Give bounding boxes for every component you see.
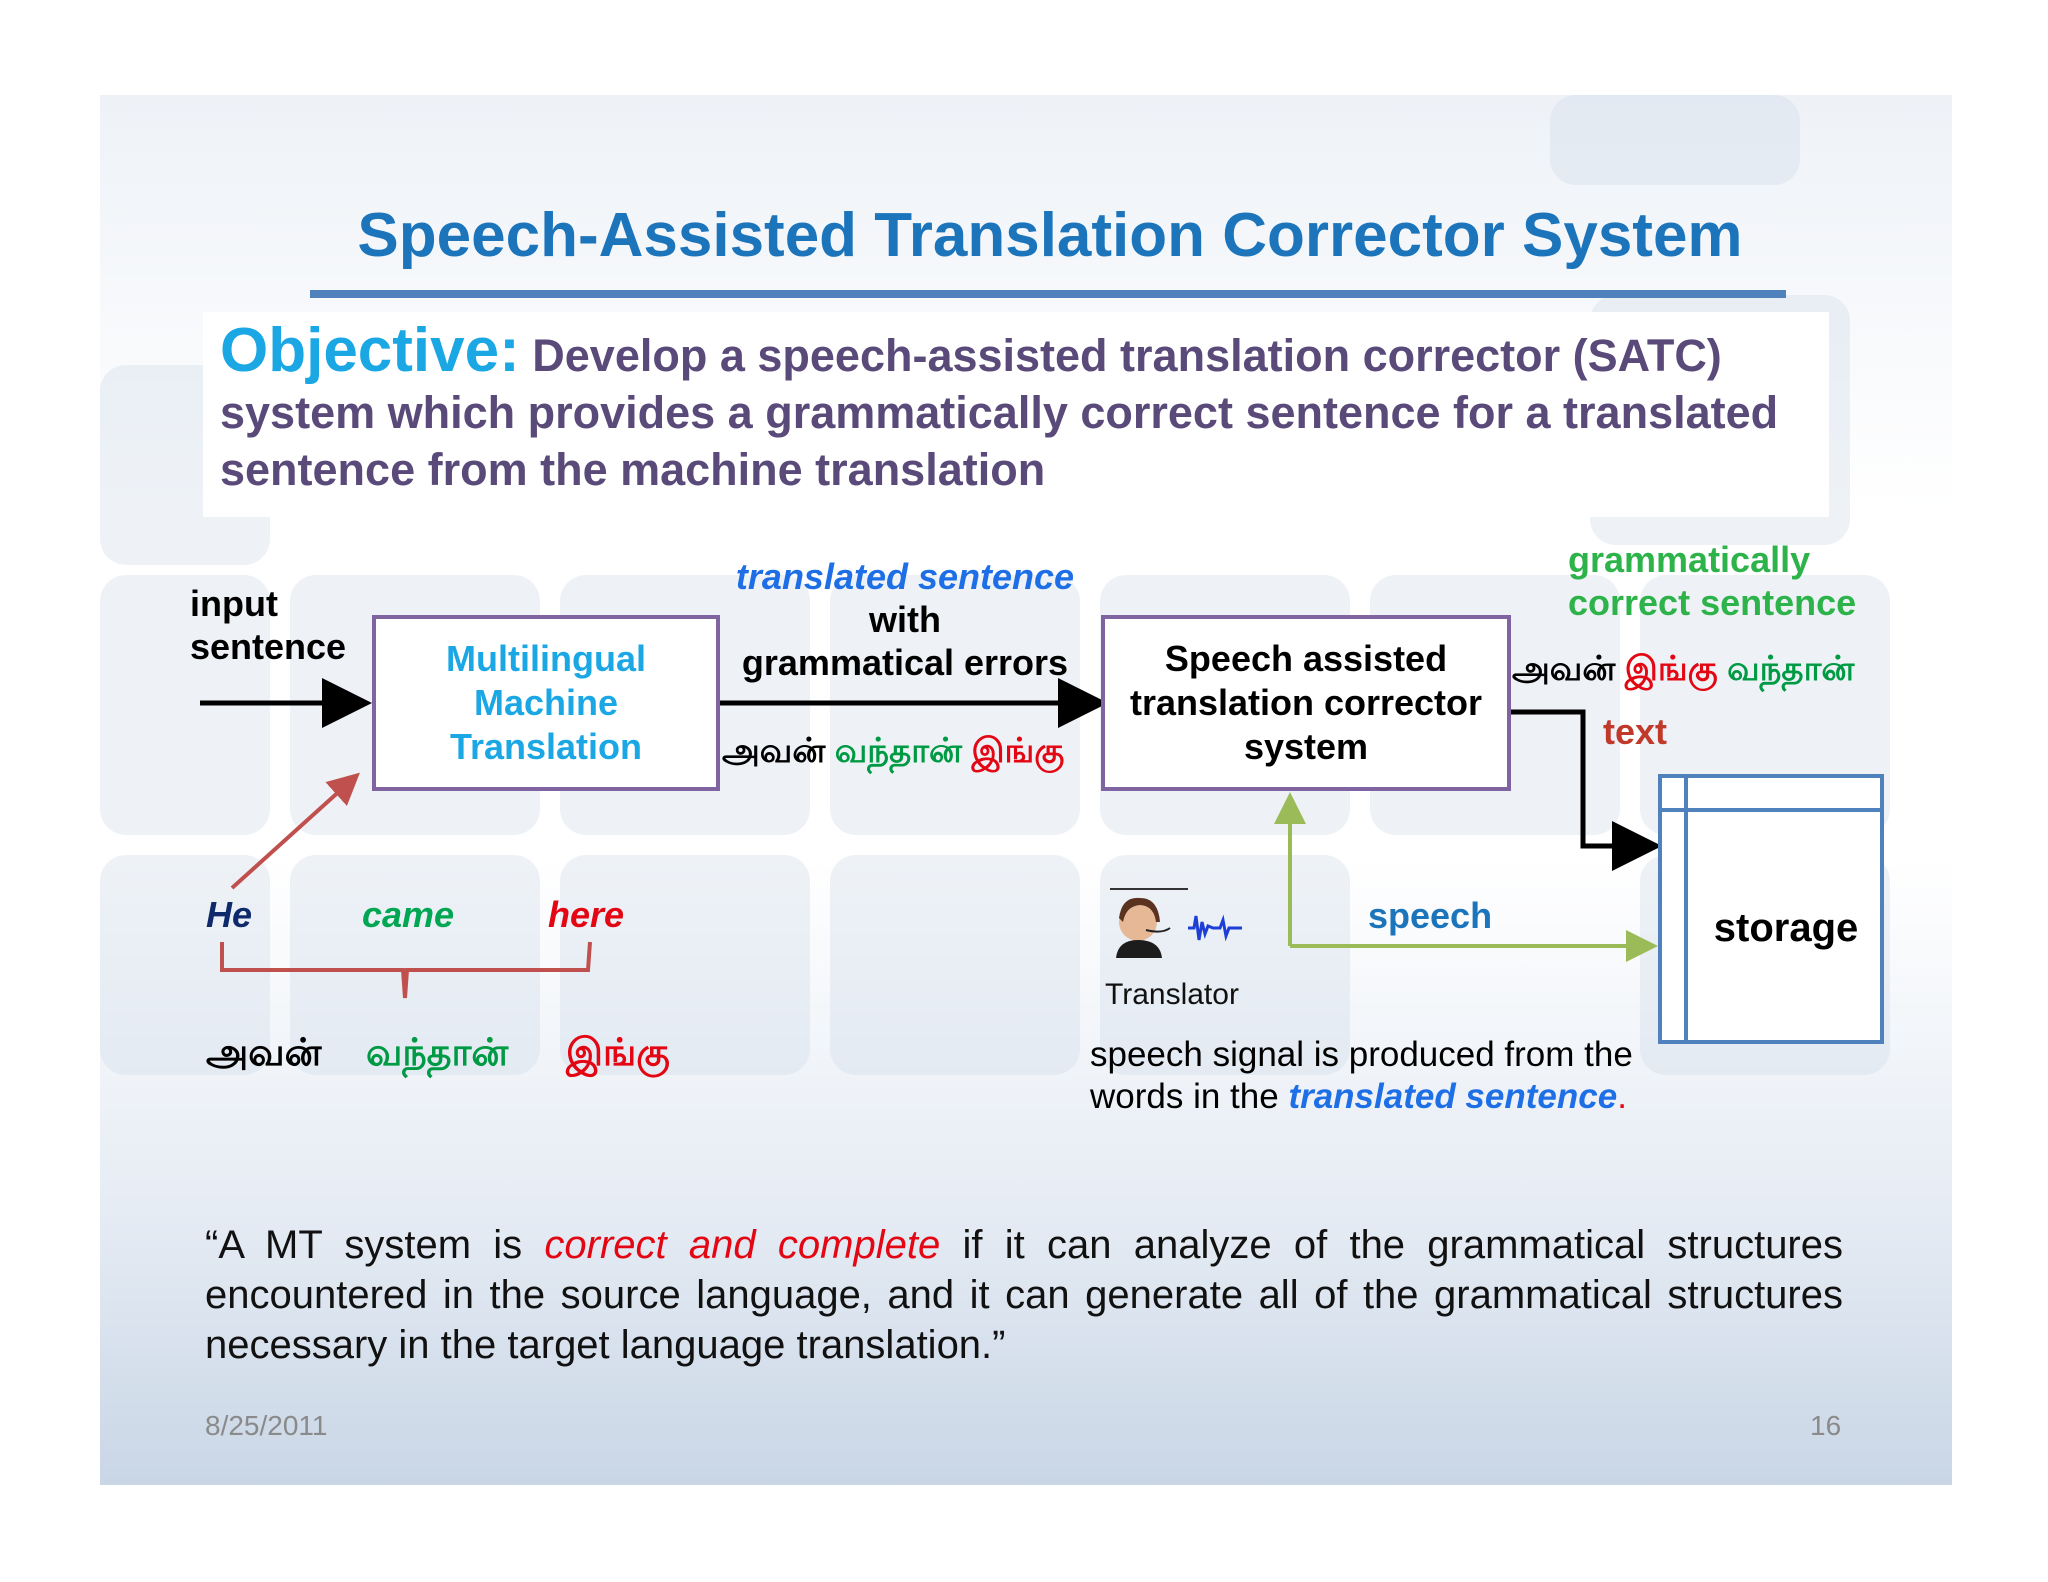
tamil-source-vandhan: வந்தான் [366,1032,509,1074]
objective-box [203,312,1829,517]
quote-part2: if it can analyze of the grammatical str… [205,1223,1843,1367]
english-to-mt-arrow [230,772,360,890]
english-word-he: He [206,894,253,935]
tamil-word-ingu: இங்கு [1624,650,1718,688]
storage-box: storage [1658,774,1884,1044]
input-label-line1: input [190,583,278,624]
text-label: text [1603,711,1668,752]
speech-note-emphasis: translated sentence [1288,1077,1618,1116]
correct-label-line2: correct sentence [1568,582,1857,623]
tamil-word-vandhan: வந்தான் [1727,650,1855,688]
tamil-word-ingu: இங்கு [971,732,1065,770]
objective-text: Develop a speech-assisted translation co… [220,330,1779,495]
translator-icon [1110,888,1242,958]
tamil-translated-sentence: அவன் வந்தான் இங்கு [722,732,1064,775]
mt-box-line3: Translation [449,726,643,767]
tamil-word-vandhan: வந்தான் [834,732,962,770]
translated-sentence-label: translated sentence [735,556,1075,597]
storage-horizontal-line [1662,808,1880,812]
satc-box-line1: Speech assisted [1164,638,1448,679]
objective-paragraph: Objective: Develop a speech-assisted tra… [220,320,1820,498]
quote-part1: “A MT system is [205,1223,545,1267]
footer-page-number: 16 [1810,1410,1842,1441]
speech-note-line2: words in the translated sentence. [1090,1076,1633,1118]
satc-box: Speech assisted translation corrector sy… [1101,615,1511,791]
satc-box-line2: translation corrector [1129,682,1483,723]
translator-label: Translator [1105,978,1239,1011]
tamil-word-avan: அவன் [722,732,826,770]
input-label-line2: sentence [190,626,347,667]
correct-label-line1: grammatically [1568,539,1811,580]
quote-emphasis: correct and complete [544,1223,941,1267]
speech-label: speech [1368,895,1493,936]
footer-date: 8/25/2011 [205,1410,328,1441]
quote-paragraph: “A MT system is correct and complete if … [205,1220,1843,1370]
tamil-source-avan: அவன் [206,1032,322,1074]
english-word-here: here [548,894,625,935]
speech-note-prefix: words in the [1090,1077,1289,1116]
storage-label: storage [1713,906,1859,950]
multilingual-mt-box: Multilingual Machine Translation [372,615,720,791]
satc-box-line3: system [1243,726,1369,767]
title-underline [310,290,1786,298]
tamil-word-avan: அவன் [1512,650,1616,688]
input-label: input sentence [190,582,346,668]
slide-title: Speech-Assisted Translation Corrector Sy… [357,201,1743,270]
grammatical-errors-label: grammatical errors [741,642,1069,683]
satc-to-storage-arrow [1510,709,1662,871]
mt-box-line2: Machine [473,682,619,723]
objective-label: Objective: [220,316,520,385]
english-word-came: came [362,894,455,935]
storage-vertical-line [1684,778,1688,1040]
mt-box-line1: Multilingual [446,638,646,679]
word-brace [220,941,592,999]
tamil-source-ingu: இங்கு [566,1032,670,1074]
speech-note-line1: speech signal is produced from the [1090,1035,1633,1074]
speech-note: speech signal is produced from the words… [1090,1034,1633,1118]
correct-sentence-label: grammatically correct sentence [1568,538,1856,624]
with-label: with [869,599,941,640]
tamil-correct-sentence: அவன் இங்கு வந்தான் [1512,650,1854,693]
speech-note-period: . [1617,1077,1627,1116]
